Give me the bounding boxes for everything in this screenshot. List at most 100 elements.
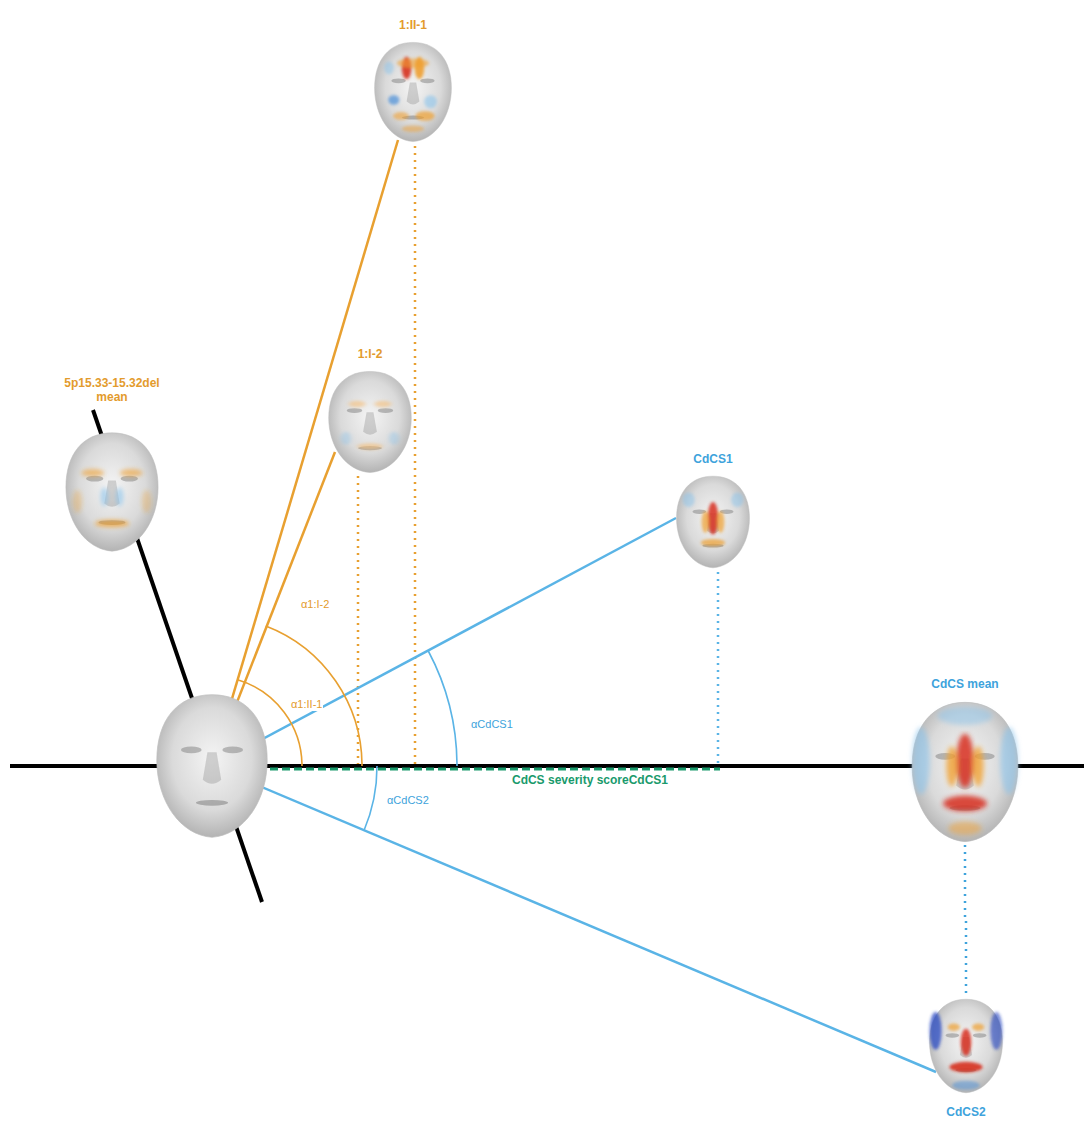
heatmap-patch <box>912 727 930 794</box>
angle-label: αCdCS2 <box>386 794 430 807</box>
angle-arc <box>266 626 362 766</box>
heatmap <box>341 401 399 450</box>
heatmap-patch <box>938 707 993 725</box>
angle-label: α1:II-1 <box>290 698 323 711</box>
heatmap-patch <box>956 734 974 788</box>
score-line <box>270 768 720 771</box>
face-eye <box>420 78 434 83</box>
face-shape <box>677 476 750 568</box>
heatmap-patch <box>388 95 399 105</box>
face-label: 1:I-2 <box>358 347 383 361</box>
face-shape <box>912 702 1018 841</box>
heatmap-patch <box>930 1012 942 1050</box>
face-label: CdCS mean <box>931 677 998 691</box>
heatmap-patch <box>973 746 984 786</box>
heatmap-patch <box>731 492 743 507</box>
face-eye <box>378 408 393 413</box>
angle-arc <box>428 651 457 766</box>
heatmap-patch <box>972 1023 984 1031</box>
projection-line <box>414 146 417 764</box>
heatmap <box>683 492 744 546</box>
heatmap-patch <box>73 490 83 513</box>
vector-line <box>212 766 936 1072</box>
heatmap-patch <box>990 1012 1002 1050</box>
face-label: CdCS1 <box>693 452 732 466</box>
face-eye <box>973 1033 987 1038</box>
face-shape <box>157 695 267 838</box>
face-eye <box>391 78 405 83</box>
heatmap-patch <box>946 746 957 786</box>
heatmap-patch <box>393 112 409 120</box>
face-node: CdCS1 <box>675 474 751 570</box>
face-illustration <box>327 369 413 475</box>
reference-face <box>157 695 267 838</box>
face-shape <box>66 433 158 551</box>
face-label: 1:II-1 <box>399 18 427 32</box>
projection-line <box>357 476 360 764</box>
heatmap-patch <box>357 443 383 450</box>
vector-line <box>212 518 676 766</box>
face-eye <box>945 1033 959 1038</box>
face-nose <box>203 752 221 784</box>
heatmap-patch <box>948 1023 960 1031</box>
heatmap-patch <box>374 401 391 408</box>
heatmap-patch <box>717 511 725 533</box>
heatmap-patch <box>943 796 987 812</box>
angle-label: αCdCS1 <box>470 718 514 731</box>
projection-connector <box>965 845 966 997</box>
heatmap <box>73 469 152 527</box>
heatmap-patch <box>142 490 152 513</box>
face-eye <box>181 746 202 753</box>
heatmap-patch <box>702 511 710 533</box>
heatmap-patch <box>949 821 982 834</box>
heatmap-patch <box>961 1029 972 1056</box>
face-shape <box>375 42 452 141</box>
face-nose <box>407 82 420 104</box>
face-illustration <box>910 699 1020 845</box>
face-eye <box>347 408 362 413</box>
heatmap-patch <box>949 1062 982 1073</box>
heatmap-patch <box>402 126 424 132</box>
face-label: CdCS2 <box>946 1105 985 1119</box>
face-illustration <box>373 40 453 144</box>
angle-label: α1:I-2 <box>300 598 330 611</box>
face-node: CdCS2 <box>928 997 1004 1095</box>
face-node: 1:I-2 <box>327 369 413 475</box>
face-node: 5p15.33-15.32del mean <box>64 430 160 554</box>
heatmap-patch <box>341 432 351 445</box>
face-shape <box>329 371 412 472</box>
heatmap-patch <box>424 95 437 108</box>
heatmap-patch <box>116 487 124 506</box>
heatmap-patch <box>701 539 725 546</box>
heatmap-patch <box>952 1081 979 1090</box>
face-nose <box>363 412 377 434</box>
face-node: CdCS mean <box>910 699 1020 845</box>
face-illustration <box>928 997 1004 1095</box>
face-mouth <box>196 800 228 806</box>
heatmap-patch <box>95 520 130 528</box>
heatmap-patch <box>415 111 434 121</box>
angle-arc <box>364 766 377 831</box>
heatmap-patch <box>397 58 429 68</box>
heatmap-patch <box>384 62 394 75</box>
heatmap-patch <box>349 401 366 408</box>
face-node: 1:II-1 <box>373 40 453 144</box>
heatmap-patch <box>120 469 143 477</box>
heatmap-patch <box>389 432 399 445</box>
face-shape <box>930 999 1003 1092</box>
heatmap-patch <box>81 469 104 477</box>
heatmap-patch <box>683 492 695 507</box>
heatmap <box>930 1012 1003 1090</box>
face-illustration <box>64 430 160 554</box>
heatmap <box>384 57 437 132</box>
face-label: 5p15.33-15.32del mean <box>50 376 175 404</box>
heatmap-patch <box>1000 727 1018 794</box>
heatmap <box>912 707 1018 835</box>
face-eye <box>222 746 243 753</box>
heatmap-patch <box>708 502 719 534</box>
axis-label: CdCS severity scoreCdCS1 <box>511 774 669 787</box>
heatmap-patch <box>100 487 108 506</box>
face-illustration <box>675 474 751 570</box>
